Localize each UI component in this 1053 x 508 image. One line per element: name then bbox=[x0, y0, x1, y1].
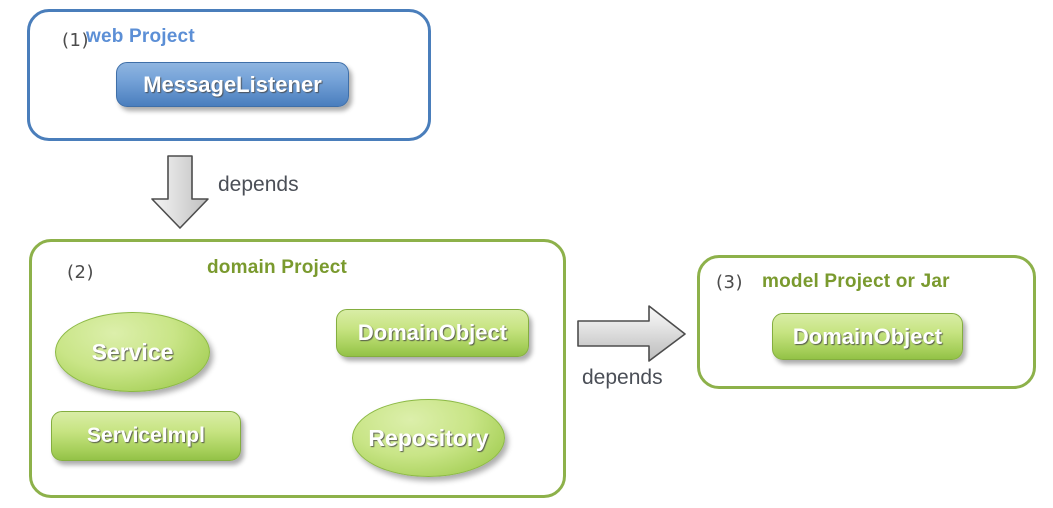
box-index-model: (3) bbox=[716, 272, 743, 293]
node-messagelistener[interactable]: MessageListener bbox=[116, 62, 349, 107]
node-service[interactable]: Service bbox=[55, 312, 210, 392]
arrow-domain-to-model bbox=[577, 305, 687, 363]
node-messagelistener-label: MessageListener bbox=[143, 71, 322, 97]
block-arrow-down-icon bbox=[151, 155, 209, 229]
arrow-web-to-domain bbox=[151, 155, 211, 230]
node-repository-label: Repository bbox=[368, 424, 489, 451]
node-domainobject-domain-label: DomainObject bbox=[357, 320, 508, 346]
node-domainobject-model[interactable]: DomainObject bbox=[772, 313, 963, 360]
box-index-web: (1) bbox=[62, 30, 89, 51]
node-domainobject-model-label: DomainObject bbox=[792, 323, 943, 349]
arrow-label-domain-to-model: depends bbox=[582, 366, 663, 389]
arrow-label-web-to-domain: depends bbox=[218, 173, 299, 196]
project-box-web[interactable]: (1) web Project bbox=[27, 9, 431, 141]
box-title-model: model Project or Jar bbox=[762, 271, 950, 292]
node-service-label: Service bbox=[91, 338, 174, 365]
node-serviceimpl[interactable]: ServiceImpl bbox=[51, 411, 241, 461]
node-serviceimpl-label: ServiceImpl bbox=[87, 423, 205, 447]
node-domainobject-domain[interactable]: DomainObject bbox=[336, 309, 529, 357]
box-index-domain: (2) bbox=[67, 262, 94, 283]
box-title-domain: domain Project bbox=[207, 257, 348, 278]
block-arrow-right-icon bbox=[577, 305, 686, 362]
node-repository[interactable]: Repository bbox=[352, 399, 505, 477]
box-title-web: web Project bbox=[86, 26, 195, 47]
